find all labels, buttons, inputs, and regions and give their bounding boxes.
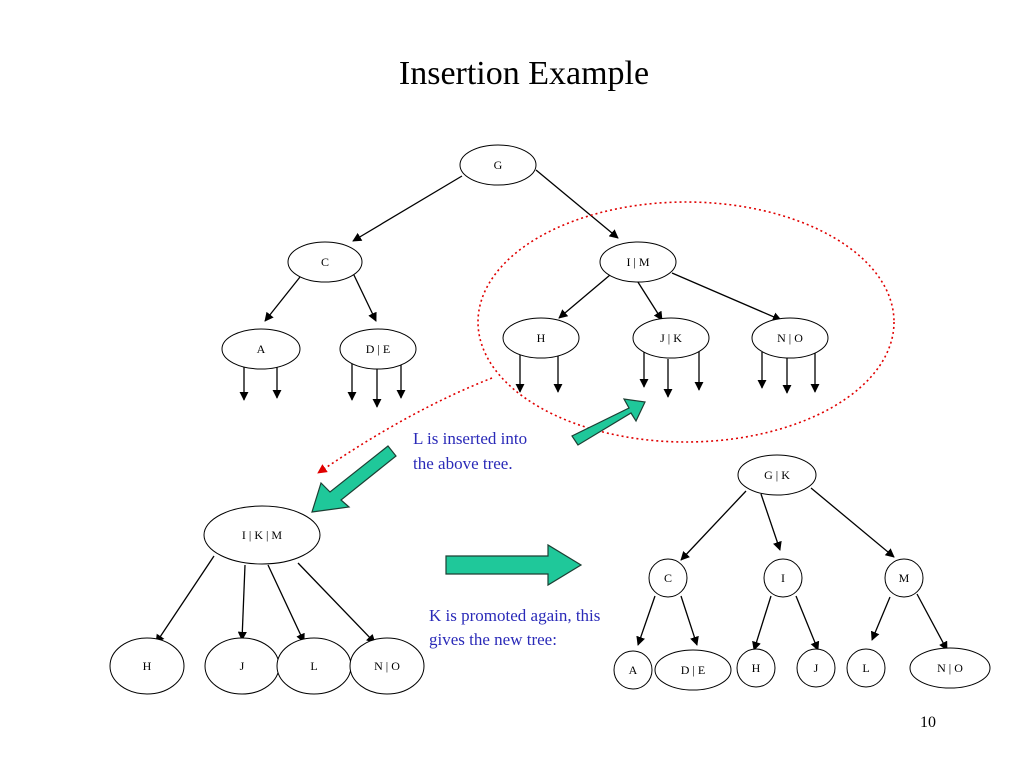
node-d-e: D | E [339,328,417,370]
node-m: M [884,558,924,598]
edge-c-de [680,595,699,646]
edge-gk-i [760,493,782,551]
svg-text:C: C [321,255,329,269]
edge-ikm-no [297,562,376,644]
node-a: A [613,650,653,690]
svg-text:I | K | M: I | K | M [242,528,282,542]
edge-gk-m [810,487,895,558]
svg-text:J: J [240,659,245,673]
svg-text:M: M [899,571,910,585]
node-j-k: J | K [632,317,710,359]
page-number: 10 [920,714,936,731]
node-g-k: G | K [737,454,817,496]
edge-ikm-h [155,555,215,644]
svg-text:D | E: D | E [366,342,390,356]
svg-text:H: H [537,331,546,345]
node-i: I [763,558,803,598]
node-d-e: D | E [654,649,732,691]
original-tree: G C I | M A D | E H J | K N | O [221,144,829,408]
edge-gk-c [680,490,747,561]
node-a: A [221,328,301,370]
svg-text:A: A [257,342,266,356]
big-arrow-down-icon [311,445,397,513]
edge-m-l [870,596,891,641]
svg-text:the above tree.: the above tree. [413,454,513,473]
node-i-m: I | M [599,241,677,283]
edge-i-h [752,595,772,651]
svg-text:L: L [310,659,317,673]
note-inserted: L is inserted into the above tree. [413,429,527,473]
node-j: J [204,637,280,695]
svg-text:G | K: G | K [764,468,790,482]
node-j: J [796,648,836,688]
node-h: H [736,648,776,688]
edge-ikm-l [267,564,305,643]
svg-text:L: L [862,661,869,675]
svg-text:N | O: N | O [937,661,963,675]
highlight-circle [477,201,895,443]
intermediate-tree: I | K | M H J L N | O [109,505,425,695]
svg-text:I: I [781,571,785,585]
edge-m-no [916,593,948,651]
edge-im-no [671,272,782,321]
svg-text:H: H [752,661,761,675]
edge-ikm-j [237,564,247,641]
slide-title: Insertion Example [399,55,649,92]
edge-g-c [352,175,463,242]
svg-text:A: A [629,663,638,677]
edge-im-h [558,274,611,319]
edge-i-j [795,595,820,651]
edge-im-jk [635,278,663,321]
note-promoted: K is promoted again, this gives the new … [429,606,600,649]
big-arrow-right-icon [445,543,583,587]
node-n-o: N | O [751,317,829,359]
edge-g-im [535,169,619,239]
node-g: G [459,144,537,186]
svg-text:L is inserted into: L is inserted into [413,429,527,448]
svg-text:H: H [143,659,152,673]
svg-text:C: C [664,571,672,585]
node-c: C [648,558,688,598]
big-arrow-up-icon [571,398,646,446]
node-n-o: N | O [349,637,425,695]
node-i-k-m: I | K | M [203,505,321,565]
svg-text:gives the new tree:: gives the new tree: [429,630,557,649]
svg-text:J | K: J | K [660,331,682,345]
edge-c-a [636,595,656,646]
svg-text:N | O: N | O [374,659,400,673]
node-h: H [502,317,580,359]
edge-c-de [351,270,377,322]
node-h: H [109,637,185,695]
svg-text:J: J [814,661,819,675]
result-tree: G | K C I M A D | E H J [613,454,991,691]
node-c: C [287,241,363,283]
svg-text:G: G [494,158,503,172]
svg-text:D | E: D | E [681,663,705,677]
node-l: L [846,648,886,688]
node-l: L [276,637,352,695]
node-n-o: N | O [909,647,991,689]
svg-text:I | M: I | M [626,255,649,269]
svg-text:N | O: N | O [777,331,803,345]
svg-text:K is promoted again, this: K is promoted again, this [429,606,600,625]
edge-c-a [264,276,301,322]
